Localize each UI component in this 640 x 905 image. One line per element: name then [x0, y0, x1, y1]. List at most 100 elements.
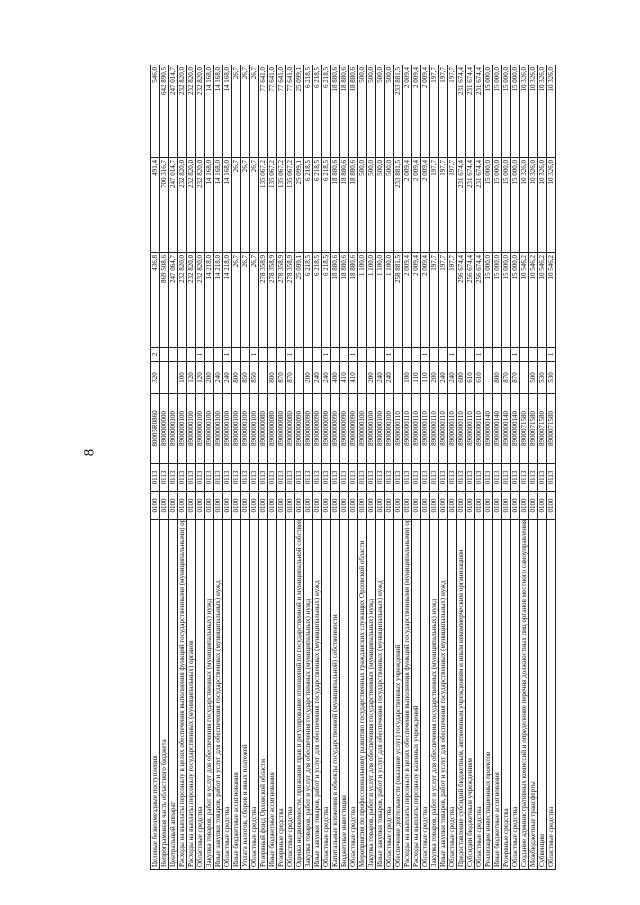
description-cell: Целевые безвозмездные поступления [150, 519, 160, 870]
amount-year-2-cell: 135 067,2 [267, 157, 277, 253]
funding-source-cell: 1 [474, 347, 484, 362]
amount-year-3-cell: 2 009,4 [402, 65, 412, 158]
expense-type-cell: 240 [222, 361, 232, 394]
subsection-code-cell: 0113 [213, 463, 223, 492]
amount-year-1-cell: 232 820,0 [177, 252, 187, 348]
description-cell: Закупка товаров, работ и услуг для обесп… [303, 519, 313, 870]
expense-type-cell: 240 [321, 361, 331, 394]
table-row: Обеспечение деятельности (оказание услуг… [393, 65, 403, 870]
description-cell: Реализация инвестиционных проектов [483, 519, 493, 870]
subsection-code-cell: 0113 [474, 463, 484, 492]
amount-year-1-cell: 15 000,0 [483, 252, 493, 348]
amount-year-1-cell: 256 674,4 [474, 252, 484, 348]
amount-year-1-cell: 6 218,5 [303, 252, 313, 348]
section-code-cell: 0100 [357, 491, 367, 520]
expense-type-cell: 320 [150, 361, 160, 394]
expense-type-cell: 850 [240, 361, 250, 394]
amount-year-2-cell: 6 218,5 [312, 157, 322, 253]
expense-type-cell [159, 361, 169, 394]
subsection-code-cell: 0113 [231, 463, 241, 492]
description-cell: Центральный аппарат [168, 519, 178, 870]
amount-year-3-cell: 26,7 [231, 65, 241, 158]
expense-type-cell: 240 [438, 361, 448, 394]
funding-source-cell: 1 [510, 347, 520, 362]
table-row: Закупка товаров, работ и услуг для обесп… [204, 65, 214, 870]
target-article-cell: 8900000100 [231, 393, 241, 464]
subsection-code-cell: 0113 [285, 463, 295, 492]
amount-year-3-cell: 77 641,0 [267, 65, 277, 158]
target-article-cell: 8900000110 [447, 393, 457, 464]
subsection-code-cell: 0113 [456, 463, 466, 492]
funding-source-cell [456, 347, 466, 362]
amount-year-2-cell: 18 880,6 [330, 157, 340, 253]
section-code-cell: 0100 [438, 491, 448, 520]
subsection-code-cell: 0113 [465, 463, 475, 492]
funding-source-cell [159, 347, 169, 362]
description-cell: Областные средства [420, 519, 430, 870]
target-article-cell: 8900000080 [276, 393, 286, 464]
target-article-cell: 8900000140 [501, 393, 511, 464]
amount-year-3-cell: 247 014,7 [168, 65, 178, 158]
amount-year-3-cell: 15 000,0 [501, 65, 511, 158]
funding-source-cell: 2 [150, 347, 160, 362]
subsection-code-cell: 0113 [267, 463, 277, 492]
amount-year-1-cell: 25 099,1 [294, 252, 304, 348]
expense-type-cell: 240 [447, 361, 457, 394]
amount-year-3-cell: 231 674,4 [456, 65, 466, 158]
description-cell: Областные средства [222, 519, 232, 870]
description-cell: Расходы на выплаты персоналу государстве… [186, 519, 196, 870]
target-article-cell: 8900000100 [375, 393, 385, 464]
expense-type-cell: 120 [195, 361, 205, 394]
amount-year-1-cell: 6 218,5 [321, 252, 331, 348]
subsection-code-cell: 0113 [384, 463, 394, 492]
section-code-cell: 0100 [447, 491, 457, 520]
funding-source-cell [528, 347, 538, 362]
amount-year-1-cell: 15 000,0 [492, 252, 502, 348]
target-article-cell: 8900000100 [204, 393, 214, 464]
section-code-cell: 0100 [483, 491, 493, 520]
subsection-code-cell: 0113 [330, 463, 340, 492]
target-article-cell: 8900071580 [546, 393, 556, 464]
funding-source-cell: 1 [195, 347, 205, 362]
section-code-cell: 0100 [177, 491, 187, 520]
expense-type-cell: 200 [303, 361, 313, 394]
section-code-cell: 0100 [213, 491, 223, 520]
amount-year-1-cell: 2 009,4 [402, 252, 412, 348]
amount-year-2-cell: 10 326,0 [528, 157, 538, 253]
expense-type-cell [258, 361, 268, 394]
amount-year-2-cell: 500,0 [357, 157, 367, 253]
funding-source-cell [357, 347, 367, 362]
section-code-cell: 0100 [195, 491, 205, 520]
amount-year-1-cell: 278 358,9 [267, 252, 277, 348]
table-row: Расходы на выплаты персоналу государстве… [186, 65, 196, 870]
section-code-cell: 0100 [312, 491, 322, 520]
amount-year-2-cell: 18 880,6 [348, 157, 358, 253]
amount-year-1-cell: 26,7 [231, 252, 241, 348]
funding-source-cell: 1 [222, 347, 232, 362]
subsection-code-cell: 0113 [393, 463, 403, 492]
description-cell: Непрограммная часть областного бюджета [159, 519, 169, 870]
amount-year-1-cell: 278 358,9 [285, 252, 295, 348]
description-cell: Создание административных комиссий и опр… [519, 519, 529, 870]
amount-year-2-cell: 231 674,4 [465, 157, 475, 253]
amount-year-2-cell: 26,7 [249, 157, 259, 253]
funding-source-cell [294, 347, 304, 362]
target-article-cell: 8900000140 [510, 393, 520, 464]
target-article-cell: 8900000090 [312, 393, 322, 464]
target-article-cell: 8900071580 [528, 393, 538, 464]
amount-year-1-cell: 18 880,6 [348, 252, 358, 348]
funding-source-cell: 1 [447, 347, 457, 362]
table-row: Иные закупки товаров, работ и услуг для … [213, 65, 223, 870]
description-cell: Иные бюджетные ассигнования [231, 519, 241, 870]
amount-year-3-cell: 197,7 [429, 65, 439, 158]
expense-type-cell: 240 [375, 361, 385, 394]
description-cell: Областные средства [249, 519, 259, 870]
target-article-cell: 8900000110 [465, 393, 475, 464]
subsection-code-cell: 0113 [348, 463, 358, 492]
expense-type-cell: 240 [384, 361, 394, 394]
funding-source-cell [312, 347, 322, 362]
